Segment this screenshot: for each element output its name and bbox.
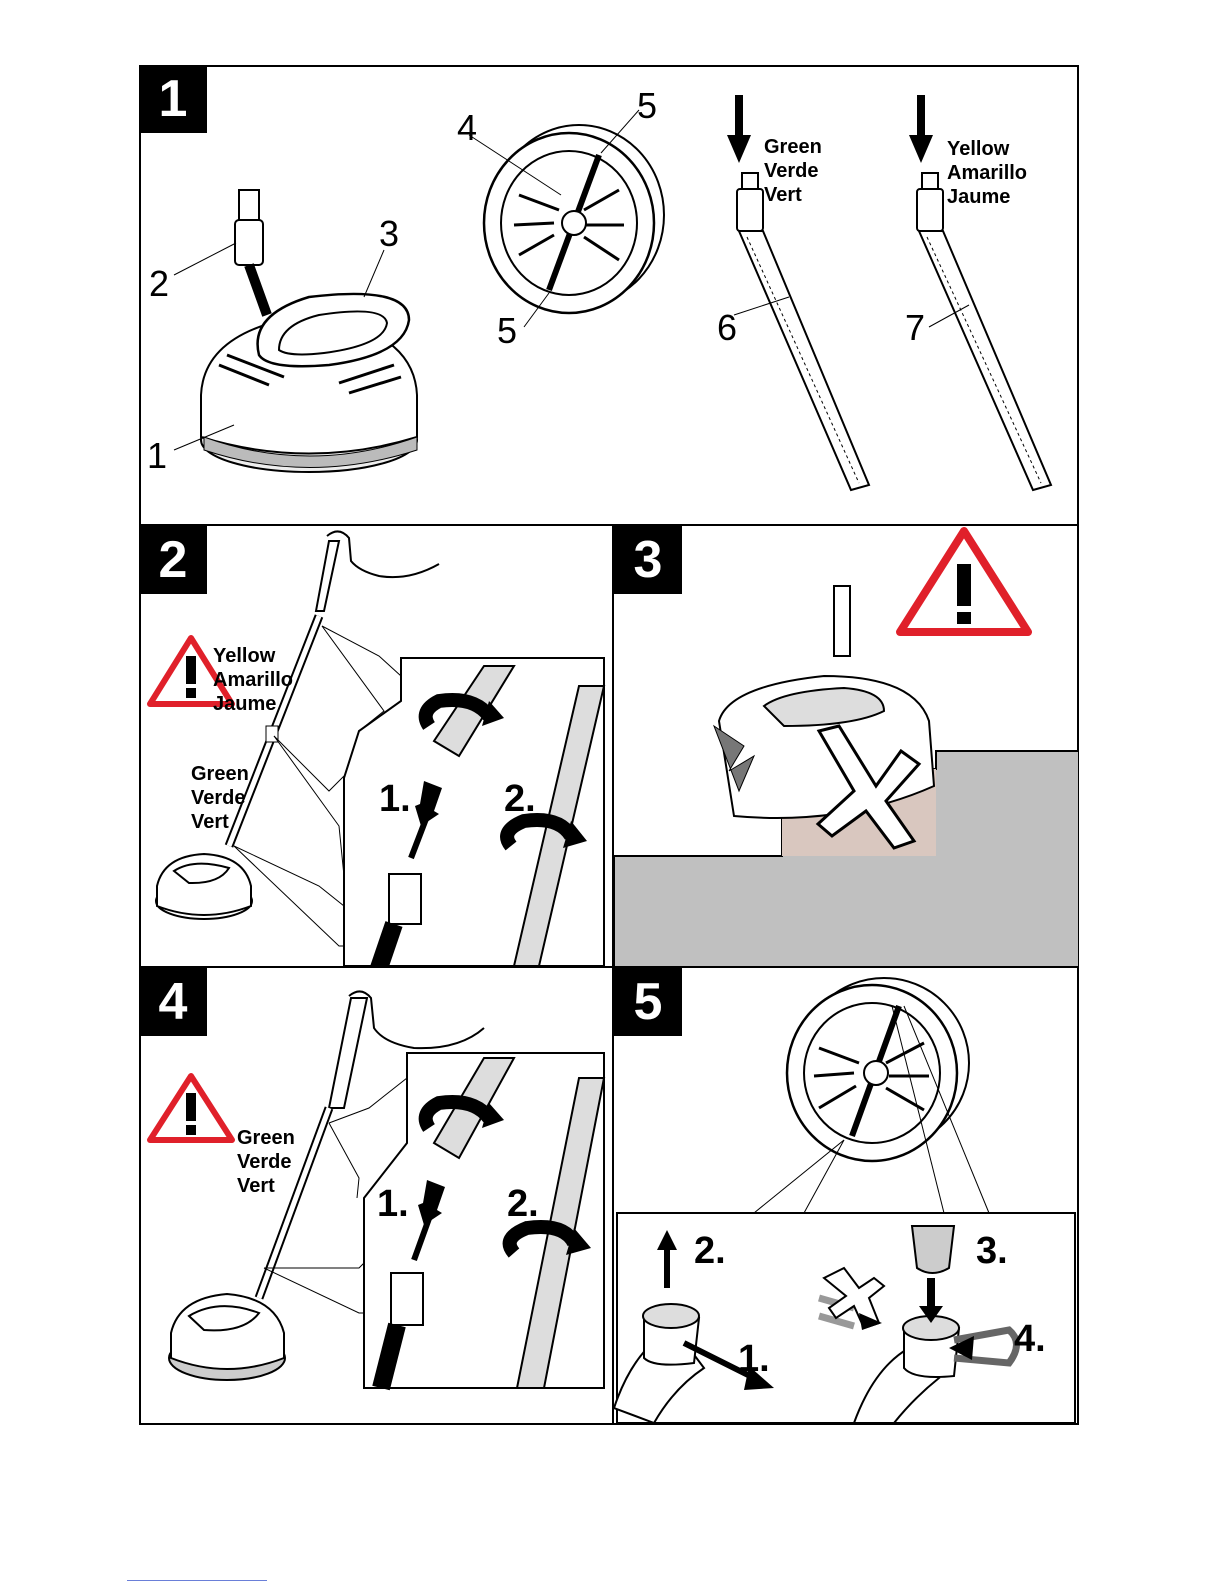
step-1: 1. bbox=[379, 778, 411, 821]
step-3: 3. bbox=[976, 1230, 1008, 1273]
callout-4: 4 bbox=[457, 107, 477, 149]
step-2: 2. bbox=[504, 778, 536, 821]
callout-6: 6 bbox=[717, 307, 737, 349]
footer-link-underline bbox=[127, 1580, 267, 1581]
callout-2: 2 bbox=[149, 263, 169, 305]
nozzle-replacement-illustration bbox=[614, 968, 1079, 1425]
step-2: 2. bbox=[694, 1230, 726, 1273]
panel-3: 3 bbox=[614, 526, 1079, 968]
panel-5: 5 2. 1. bbox=[614, 968, 1079, 1425]
callout-7: 7 bbox=[905, 307, 925, 349]
callout-3: 3 bbox=[379, 213, 399, 255]
callout-5-top: 5 bbox=[637, 85, 657, 127]
step-2: 2. bbox=[507, 1183, 539, 1226]
step-1: 1. bbox=[738, 1338, 770, 1381]
warning-illustration bbox=[614, 526, 1079, 968]
callout-1: 1 bbox=[147, 435, 167, 477]
step-1: 1. bbox=[377, 1183, 409, 1226]
parts-illustration bbox=[139, 65, 1079, 526]
panel-1: 1 bbox=[139, 65, 1079, 526]
step-4: 4. bbox=[1014, 1318, 1046, 1361]
callout-5-bottom: 5 bbox=[497, 310, 517, 352]
